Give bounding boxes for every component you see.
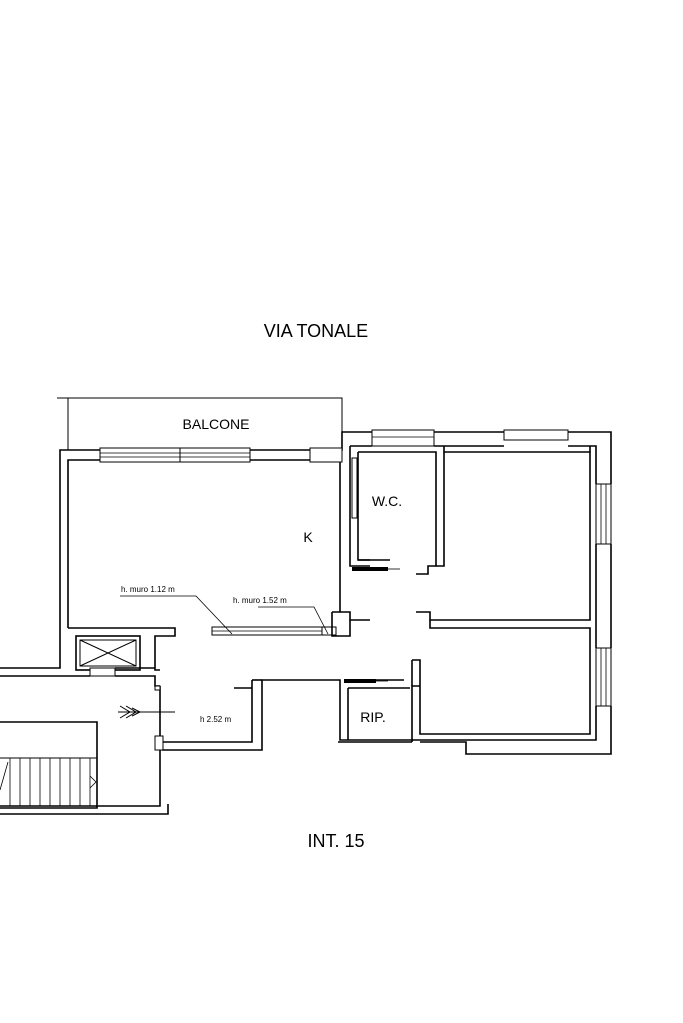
wall-height-2-text: h. muro 1.52 m bbox=[233, 596, 287, 605]
ceiling-height-text: h 2.52 m bbox=[200, 715, 231, 724]
wall-height-note-2: h. muro 1.52 m bbox=[233, 596, 329, 635]
unit-label: INT. 15 bbox=[307, 831, 364, 851]
elevator-shaft bbox=[75, 635, 141, 677]
stair-direction-arrow-icon bbox=[89, 775, 97, 789]
stair-break-line bbox=[0, 761, 9, 791]
wall-height-note-1: h. muro 1.12 m bbox=[120, 585, 233, 635]
street-label: VIA TONALE bbox=[264, 321, 368, 341]
balcony: BALCONE bbox=[57, 397, 343, 450]
kitchen-label: K bbox=[303, 529, 313, 545]
wc-label: W.C. bbox=[372, 493, 402, 509]
wall-height-1-text: h. muro 1.12 m bbox=[121, 585, 175, 594]
windows bbox=[99, 429, 612, 707]
balcone-label: BALCONE bbox=[183, 416, 250, 432]
rip-label: RIP. bbox=[360, 709, 385, 725]
exterior-walls bbox=[0, 431, 612, 815]
doors bbox=[154, 567, 400, 751]
interior-walls bbox=[234, 446, 591, 742]
staircase bbox=[0, 757, 97, 806]
entrance-arrow-icon bbox=[118, 705, 175, 719]
